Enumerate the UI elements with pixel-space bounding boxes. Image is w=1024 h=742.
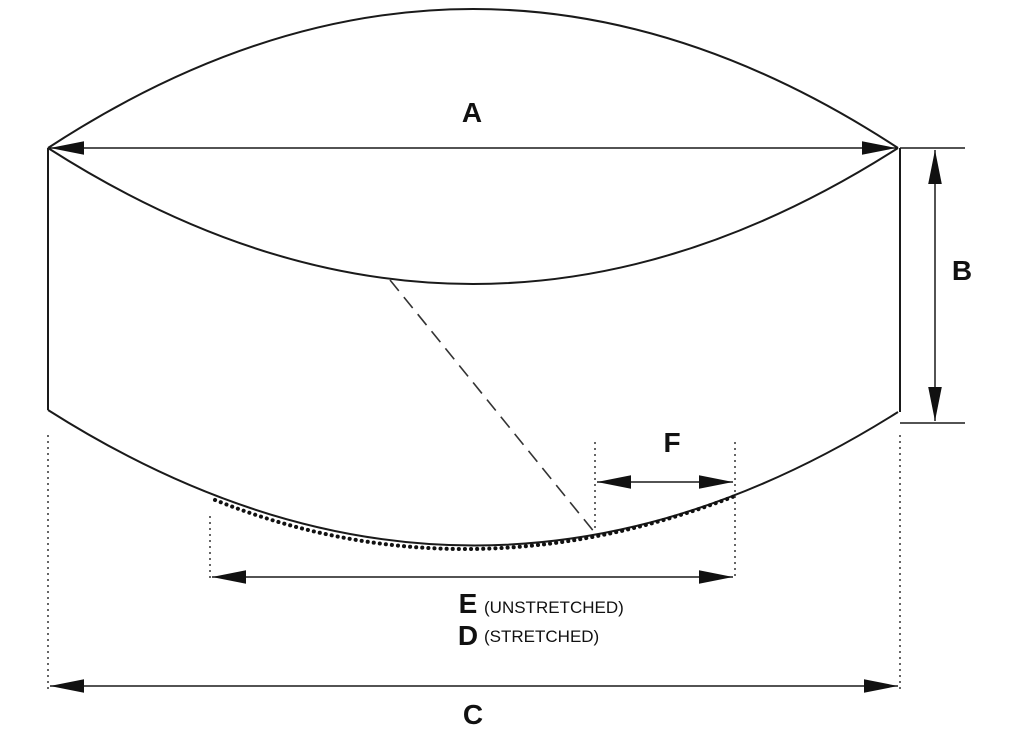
label-e: E bbox=[459, 588, 478, 619]
bottom-curve-beads bbox=[213, 494, 737, 551]
dashed-diagonal bbox=[389, 279, 596, 534]
label-c: C bbox=[463, 699, 483, 730]
top-inner-arc bbox=[47, 147, 899, 285]
label-e-note: (UNSTRETCHED) bbox=[484, 598, 624, 617]
top-outer-arc bbox=[47, 8, 899, 149]
label-d-note: (STRETCHED) bbox=[484, 627, 599, 646]
label-d: D bbox=[458, 620, 478, 651]
label-b: B bbox=[952, 255, 972, 286]
label-f: F bbox=[663, 427, 680, 458]
bottom-curve bbox=[47, 409, 899, 547]
label-a: A bbox=[462, 97, 482, 128]
